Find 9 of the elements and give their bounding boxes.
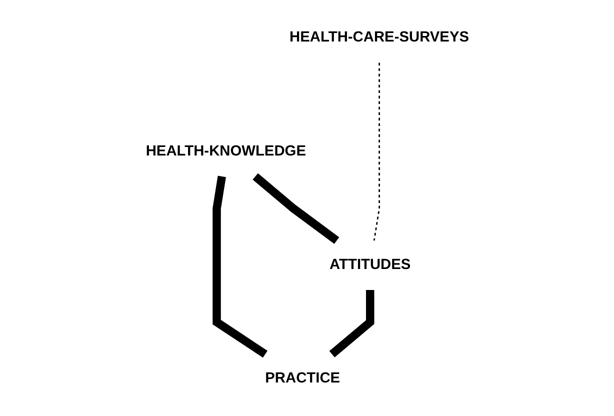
node-text: HEALTH-CARE-SURVEYS <box>289 29 469 45</box>
connector <box>328 290 374 357</box>
diagram: HEALTH-CARE-SURVEYS HEALTH-KNOWLEDGE ATTITUDES PRACTICE <box>110 6 504 410</box>
connector <box>212 175 268 358</box>
node-text: PRACTICE <box>264 370 340 386</box>
connector <box>252 172 339 244</box>
node-text: ATTITUDES <box>329 256 410 272</box>
node-text: HEALTH-KNOWLEDGE <box>145 142 306 159</box>
connector <box>373 62 380 240</box>
